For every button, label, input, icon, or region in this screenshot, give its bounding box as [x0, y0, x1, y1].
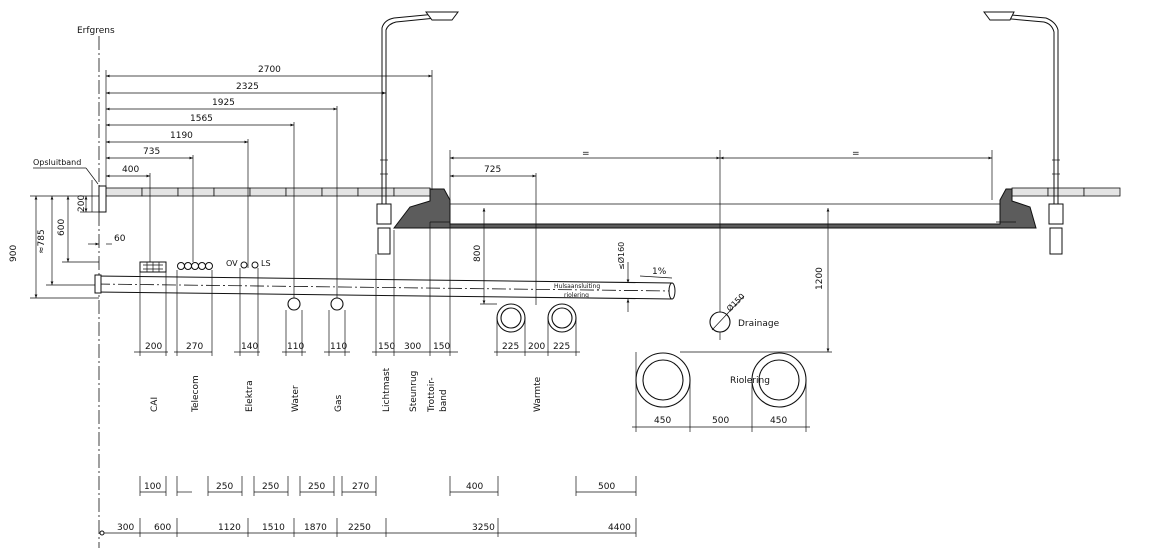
name-steunrug: Steunrug [409, 371, 419, 412]
slope-label: 1% [652, 267, 667, 277]
sewer-pipes: 1200 Riolering 450 500 450 [632, 208, 832, 432]
utility-names: CAI Telecom Elektra Water Gas Lichtmast … [150, 367, 543, 413]
gas-pipe [330, 297, 344, 311]
b-300: 300 [117, 523, 134, 533]
b-1120: 1120 [218, 523, 241, 533]
b-1870: 1870 [304, 523, 327, 533]
dim-200: 200 [77, 195, 87, 212]
w-steunrug: 300 [404, 342, 421, 352]
w-elektra: 140 [241, 342, 258, 352]
dim-1565: 1565 [190, 114, 213, 124]
cai-cables [139, 261, 167, 273]
width-dimension-row: 200 270 140 110 110 150 300 150 225 200 … [134, 222, 580, 356]
name-cai: CAI [150, 397, 160, 412]
name-trottoir: Trottoir- [427, 377, 437, 413]
drainage-label: Drainage [738, 319, 780, 329]
sewer-dim-3: 450 [770, 416, 787, 426]
sidewalk-tiles-right [1011, 187, 1121, 197]
ls-label: LS [261, 259, 271, 268]
name-gas: Gas [334, 395, 344, 412]
diam-160-label: ≤Ø160 [616, 242, 626, 270]
b-1510: 1510 [262, 523, 285, 533]
b-3250: 3250 [472, 523, 495, 533]
ov-label: OV [226, 259, 238, 268]
dim-725: 725 [484, 165, 501, 175]
w-lichtmast: 150 [378, 342, 395, 352]
w-warmte-gap: 200 [528, 342, 545, 352]
dim-400: 400 [122, 165, 139, 175]
elektra-cables: OV LS [226, 259, 271, 269]
light-mast-right [983, 11, 1064, 255]
b-600: 600 [154, 523, 171, 533]
huls-label-1: Hulsaansluiting [554, 283, 600, 290]
dim-600: 600 [57, 219, 67, 236]
water-pipe [287, 297, 301, 311]
dim-equal-right: = [852, 149, 860, 159]
left-dimensions: 900 ≈785 600 200 60 [9, 195, 126, 299]
w-cai: 200 [145, 342, 162, 352]
w-trottoirband: 150 [433, 342, 450, 352]
w-telecom: 270 [186, 342, 203, 352]
name-lichtmast: Lichtmast [382, 367, 392, 412]
spacing-row: 100 250 250 250 270 400 500 [139, 476, 637, 496]
dim-735: 735 [143, 147, 160, 157]
top-dimensions: 2700 2325 1925 1565 1190 735 400 725 = = [105, 65, 993, 340]
dim-1200: 1200 [815, 267, 825, 290]
dim-900: 900 [9, 245, 19, 262]
b-2250: 2250 [348, 523, 371, 533]
name-band: band [439, 389, 449, 412]
name-water: Water [291, 385, 301, 412]
name-elektra: Elektra [245, 380, 255, 412]
w-water: 110 [287, 342, 304, 352]
s-250-c: 250 [308, 482, 325, 492]
w-gas: 110 [330, 342, 347, 352]
riolering-label: Riolering [730, 376, 770, 386]
drainage-pipe: Ø150 Drainage [709, 291, 780, 333]
dim-2325: 2325 [236, 82, 259, 92]
bottom-cumulative-row: 300 600 1120 1510 1870 2250 3250 4400 [99, 518, 637, 537]
w-warmte-1: 225 [502, 342, 519, 352]
sewer-dim-2: 500 [712, 416, 729, 426]
sewer-dim-1: 450 [654, 416, 671, 426]
erfgrens-label: Erfgrens [77, 26, 115, 36]
huls-label-2: riolering [564, 292, 589, 299]
opsluitband-label: Opsluitband [33, 158, 81, 167]
b-4400: 4400 [608, 523, 631, 533]
house-connection-pipe: Hulsaansluiting riolering ≤Ø160 1% [94, 242, 676, 312]
s-500: 500 [598, 482, 615, 492]
dim-1190: 1190 [170, 131, 193, 141]
dim-2700: 2700 [258, 65, 281, 75]
edge-kerb [98, 185, 107, 213]
s-270: 270 [352, 482, 369, 492]
dim-785: ≈785 [37, 229, 47, 254]
sidewalk-tiles-left [105, 187, 431, 197]
telecom-cables [177, 262, 213, 270]
name-telecom: Telecom [191, 375, 201, 413]
road-pavement [392, 188, 1037, 229]
dim-60: 60 [114, 234, 126, 244]
diam-150-label: Ø150 [724, 291, 746, 313]
w-warmte-2: 225 [553, 342, 570, 352]
s-250-a: 250 [216, 482, 233, 492]
light-mast-left [376, 11, 459, 255]
dim-1925: 1925 [212, 98, 235, 108]
name-warmte: Warmte [533, 376, 543, 412]
dim-equal-left: = [582, 149, 590, 159]
s-400: 400 [466, 482, 483, 492]
dim-800: 800 [473, 245, 483, 262]
s-250-b: 250 [262, 482, 279, 492]
warmte-pipes: 800 [473, 208, 577, 333]
s-100: 100 [144, 482, 161, 492]
